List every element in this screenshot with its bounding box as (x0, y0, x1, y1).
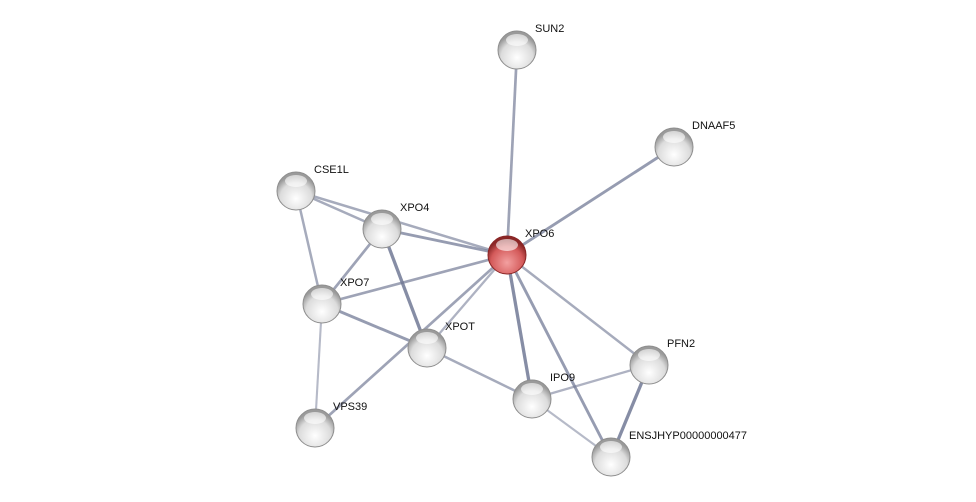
edge-xpo7-vps39[interactable] (313, 303, 324, 429)
node-highlight (496, 239, 518, 251)
node-label: IPO9 (550, 372, 575, 384)
node-highlight (663, 131, 685, 143)
edge-xpo7-xpo6[interactable] (321, 253, 508, 306)
node-label: XPO7 (340, 277, 369, 289)
node-label: DNAAF5 (692, 120, 735, 132)
edge-xpot-xpo6[interactable] (426, 254, 508, 349)
node-label: XPOT (445, 321, 475, 333)
node-highlight (416, 332, 438, 344)
node-highlight (304, 412, 326, 424)
node-highlight (371, 213, 393, 225)
node-xpot[interactable]: XPOT (407, 321, 475, 368)
node-dnaaf5[interactable]: DNAAF5 (654, 120, 735, 167)
edge-layer (294, 49, 675, 458)
node-sun2[interactable]: SUN2 (497, 23, 564, 70)
edge-sun2-xpo6[interactable] (505, 49, 519, 256)
node-label: XPO6 (525, 228, 554, 240)
node-label: SUN2 (535, 23, 564, 35)
node-highlight (600, 441, 622, 453)
edge-ipo9-pfn2[interactable] (531, 363, 650, 401)
node-highlight (638, 349, 660, 361)
node-label: PFN2 (667, 338, 695, 350)
edge-xpo4-xpot[interactable] (380, 228, 429, 349)
node-cse1l[interactable]: CSE1L (276, 164, 349, 211)
node-vps39[interactable]: VPS39 (295, 401, 367, 448)
edge-dnaaf5-xpo6[interactable] (506, 145, 675, 257)
node-ipo9[interactable]: IPO9 (512, 372, 575, 419)
node-xpo6[interactable]: XPO6 (487, 228, 554, 275)
node-xpo7[interactable]: XPO7 (302, 277, 369, 324)
edge-pfn2-xpo6[interactable] (506, 254, 650, 366)
node-ensjhyp00000000477[interactable]: ENSJHYP00000000477 (591, 430, 747, 477)
node-label: VPS39 (333, 401, 367, 413)
edge-xpo4-xpo6[interactable] (381, 227, 508, 257)
edge-cse1l-xpo6[interactable] (295, 189, 508, 257)
edge-ipo9-xpo6[interactable] (505, 254, 534, 400)
node-pfn2[interactable]: PFN2 (629, 338, 695, 385)
node-highlight (521, 383, 543, 395)
node-label: ENSJHYP00000000477 (629, 430, 747, 442)
node-highlight (311, 288, 333, 300)
node-highlight (506, 34, 528, 46)
node-xpo4[interactable]: XPO4 (362, 202, 429, 249)
edge-ensjhyp00000000477-xpo6[interactable] (505, 254, 613, 458)
node-label: XPO4 (400, 202, 429, 214)
node-highlight (285, 175, 307, 187)
node-label: CSE1L (314, 164, 349, 176)
